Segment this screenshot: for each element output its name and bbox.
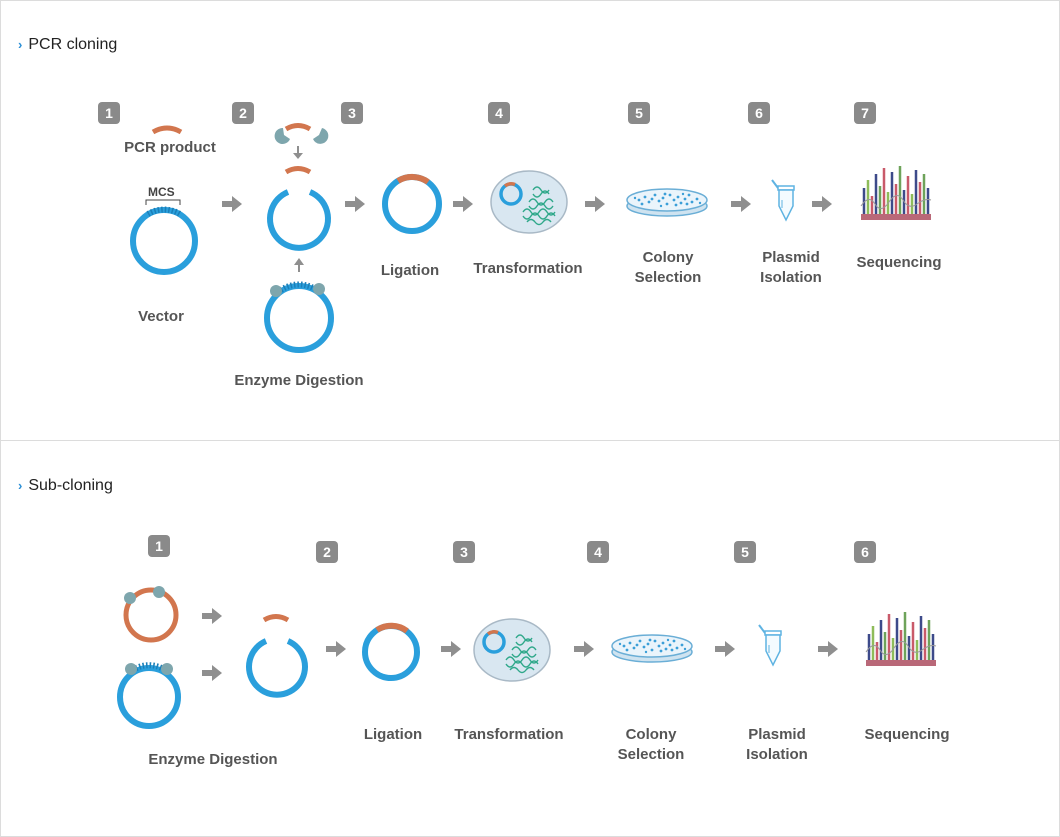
digested-insert-icon (284, 166, 312, 175)
sub-step-badge-6: 6 (854, 541, 876, 563)
vector-plasmid-icon (130, 206, 198, 275)
pcr-transformation-label: Transformation (473, 260, 583, 277)
linearized-vector-icon (246, 638, 308, 698)
mcs-bracket-icon (145, 199, 181, 205)
sub-ligation-label: Ligation (363, 726, 423, 743)
petri-dish-icon (611, 634, 693, 663)
arrow-right-icon (715, 641, 735, 657)
mcs-label: MCS (148, 185, 175, 199)
pcr-enzyme-digestion-label: Enzyme Digestion (234, 372, 364, 389)
arrow-right-icon (345, 196, 365, 212)
linearized-vector-icon (267, 189, 331, 251)
sub-step-badge-2: 2 (316, 541, 338, 563)
sub-transformation-label: Transformation (454, 726, 564, 743)
sub-step-badge-4: 4 (587, 541, 609, 563)
arrow-right-icon (326, 641, 346, 657)
ligated-plasmid-icon (382, 173, 442, 234)
chevron-right-icon: › (18, 478, 23, 493)
vector-with-enzymes-icon (264, 281, 334, 353)
digested-insert-icon (262, 614, 290, 623)
arrow-right-icon (202, 608, 222, 624)
petri-dish-icon (626, 188, 708, 217)
arrow-right-icon (574, 641, 594, 657)
pcr-step-badge-2: 2 (232, 102, 254, 124)
arrow-right-icon (202, 665, 222, 681)
sequencing-chromatogram-icon (864, 610, 938, 668)
arrow-right-icon (453, 196, 473, 212)
insert-plasmid-icon (123, 586, 179, 643)
sub-sequencing-label: Sequencing (864, 726, 950, 743)
source-vector-icon (117, 662, 181, 729)
transformed-cell-icon (489, 169, 569, 235)
arrow-right-icon (818, 641, 838, 657)
sub-step-badge-3: 3 (453, 541, 475, 563)
microtube-icon (758, 624, 782, 666)
pcr-sequencing-label: Sequencing (856, 254, 942, 271)
pcr-step-badge-3: 3 (341, 102, 363, 124)
sub-enzyme-digestion-label: Enzyme Digestion (148, 751, 278, 768)
sub-step-badge-5: 5 (734, 541, 756, 563)
pcr-product-icon (151, 125, 183, 135)
sub-step-badge-1: 1 (148, 535, 170, 557)
arrow-right-icon (441, 641, 461, 657)
pcr-step-badge-1: 1 (98, 102, 120, 124)
restriction-enzymes-icon (274, 123, 329, 144)
arrow-right-icon (222, 196, 242, 212)
chevron-right-icon: › (18, 37, 23, 52)
arrow-up-icon (294, 258, 304, 272)
arrow-right-icon (731, 196, 751, 212)
pcr-product-label: PCR product (124, 139, 216, 156)
pcr-step-badge-7: 7 (854, 102, 876, 124)
pcr-ligation-label: Ligation (380, 262, 440, 279)
pcr-section-title: ›PCR cloning (18, 36, 118, 53)
pcr-step-badge-4: 4 (488, 102, 510, 124)
ligated-plasmid-icon (362, 622, 420, 681)
arrow-down-icon (293, 146, 303, 159)
vector-label: Vector (138, 308, 184, 325)
arrow-right-icon (585, 196, 605, 212)
arrow-right-icon (812, 196, 832, 212)
microtube-icon (771, 179, 795, 221)
sequencing-chromatogram-icon (859, 164, 933, 222)
sub-section-title: ›Sub-cloning (18, 477, 113, 494)
pcr-step-badge-6: 6 (748, 102, 770, 124)
pcr-step-badge-5: 5 (628, 102, 650, 124)
transformed-cell-icon (472, 617, 552, 683)
